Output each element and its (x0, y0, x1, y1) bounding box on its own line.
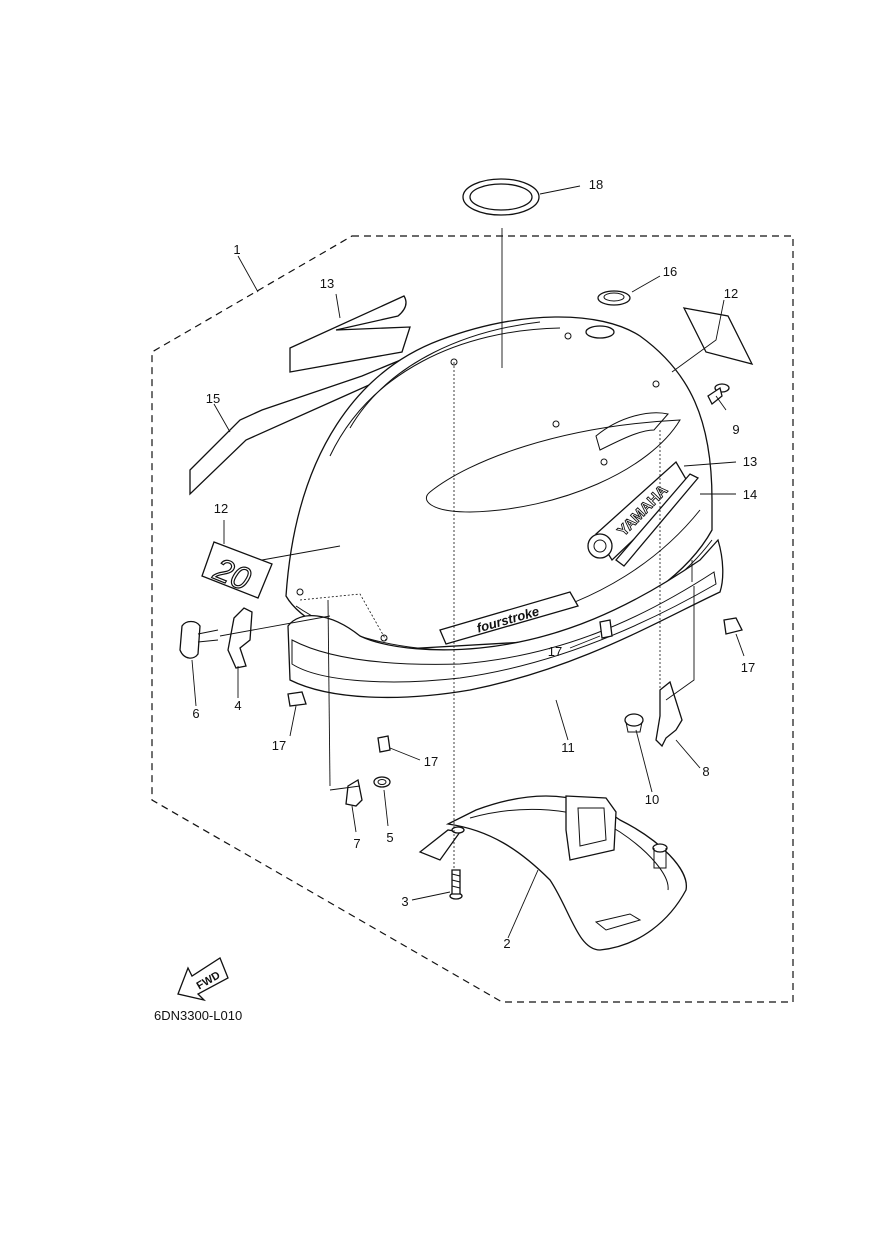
stripe-decal-upper (289, 295, 411, 373)
fwd-arrow-icon: FWD (177, 957, 229, 1002)
bolt-9 (707, 383, 730, 406)
callout-13-brand: 13 (743, 454, 757, 469)
knob-bolt-6 (179, 620, 219, 659)
callout-17-left: 17 (272, 738, 286, 753)
callout-12-right: 12 (724, 286, 738, 301)
callout-13-upper: 13 (320, 276, 334, 291)
clip-17-a (599, 619, 613, 639)
diagram-code: 6DN3300-L010 (154, 1008, 242, 1023)
callout-5: 5 (386, 830, 393, 845)
callout-11: 11 (561, 740, 575, 755)
callout-12-left: 12 (214, 501, 228, 516)
callout-8: 8 (702, 764, 709, 779)
callout-17-right: 17 (741, 660, 755, 675)
callout-15: 15 (206, 391, 220, 406)
callout-17-lower: 17 (424, 754, 438, 769)
bracket-4 (227, 607, 253, 669)
emblem-cap (585, 290, 631, 339)
bracket-7 (345, 778, 363, 807)
callouts: 1 2 3 4 5 6 7 8 9 10 11 12 12 13 13 14 1… (192, 177, 757, 951)
screw-3 (449, 869, 463, 900)
callout-3: 3 (401, 894, 408, 909)
callout-14: 14 (743, 487, 757, 502)
callout-2: 2 (503, 936, 510, 951)
callout-6: 6 (192, 706, 199, 721)
seal-gasket (287, 538, 724, 699)
clip-17-c (287, 691, 307, 707)
gasket-ring (462, 178, 540, 216)
nut-5 (373, 776, 391, 788)
callout-18: 18 (589, 177, 603, 192)
callout-7: 7 (353, 836, 360, 851)
callout-16: 16 (663, 264, 677, 279)
callout-10: 10 (645, 792, 659, 807)
callout-17-center: 17 (548, 644, 562, 659)
callout-9: 9 (732, 422, 739, 437)
callout-4: 4 (234, 698, 241, 713)
ref-line-left (299, 593, 387, 641)
model-decal: 20 (201, 541, 273, 599)
clip-17-b (723, 617, 743, 635)
leader-lines (191, 185, 745, 939)
callout-1: 1 (233, 242, 240, 257)
decal-12-right (682, 307, 754, 365)
nut-10 (624, 713, 644, 733)
stripe-decal-14 (615, 473, 700, 567)
clip-17-d (377, 735, 391, 753)
bottom-cowling (418, 795, 687, 951)
